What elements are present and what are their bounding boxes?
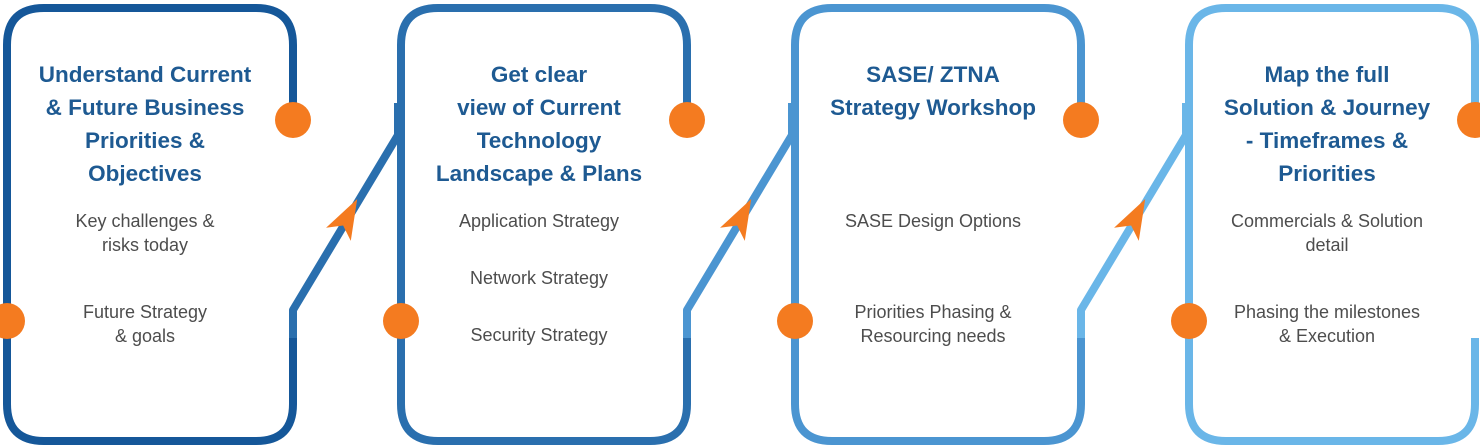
- arrow-2-icon: [720, 199, 752, 241]
- stage-4-item-1: Commercials & Solution detail: [1230, 211, 1424, 255]
- stage-1-top-dot: [275, 102, 311, 138]
- stage-1-title: Understand Current & Future Business Pri…: [38, 62, 252, 186]
- stage-2-bottom-dot: [383, 303, 419, 339]
- stage-3-top-dot: [1063, 102, 1099, 138]
- stage-2-item-1: Application Strategy: [458, 211, 620, 231]
- stage-1-bottom-dot: [0, 303, 25, 339]
- stage-4-bottom-dot: [1171, 303, 1207, 339]
- stage-4-top-dot: [1457, 102, 1480, 138]
- stage-2: Get clear view of Current Technology Lan…: [394, 0, 694, 448]
- stage-2-frame: [397, 4, 691, 445]
- stage-3-bottom-dot: [777, 303, 813, 339]
- stage-3-item-2: Priorities Phasing & Resourcing needs: [854, 302, 1012, 346]
- stage-3-frame: [791, 4, 1085, 445]
- stage-2-title: Get clear view of Current Technology Lan…: [435, 62, 643, 186]
- stage-4-title: Map the full Solution & Journey - Timefr…: [1223, 62, 1431, 186]
- stage-4-item-2: Phasing the milestones & Execution: [1233, 302, 1421, 346]
- stage-2-item-2: Network Strategy: [469, 268, 609, 288]
- stage-4-frame: [1185, 4, 1479, 445]
- stage-2-item-3: Security Strategy: [470, 325, 608, 345]
- stage-3: SASE/ ZTNA Strategy Workshop SASE Design…: [788, 0, 1088, 448]
- stage-2-top-dot: [669, 102, 705, 138]
- stage-1-frame: [3, 4, 297, 445]
- stage-1-item-2: Future Strategy & goals: [82, 302, 208, 346]
- stage-1: Understand Current & Future Business Pri…: [0, 0, 300, 448]
- arrow-1-icon: [326, 199, 358, 241]
- stage-4: Map the full Solution & Journey - Timefr…: [1182, 0, 1480, 448]
- stage-3-item-1: SASE Design Options: [844, 211, 1022, 231]
- arrow-3-icon: [1114, 199, 1146, 241]
- stage-3-title: SASE/ ZTNA Strategy Workshop: [830, 62, 1036, 120]
- stage-1-item-1: Key challenges & risks today: [75, 211, 215, 255]
